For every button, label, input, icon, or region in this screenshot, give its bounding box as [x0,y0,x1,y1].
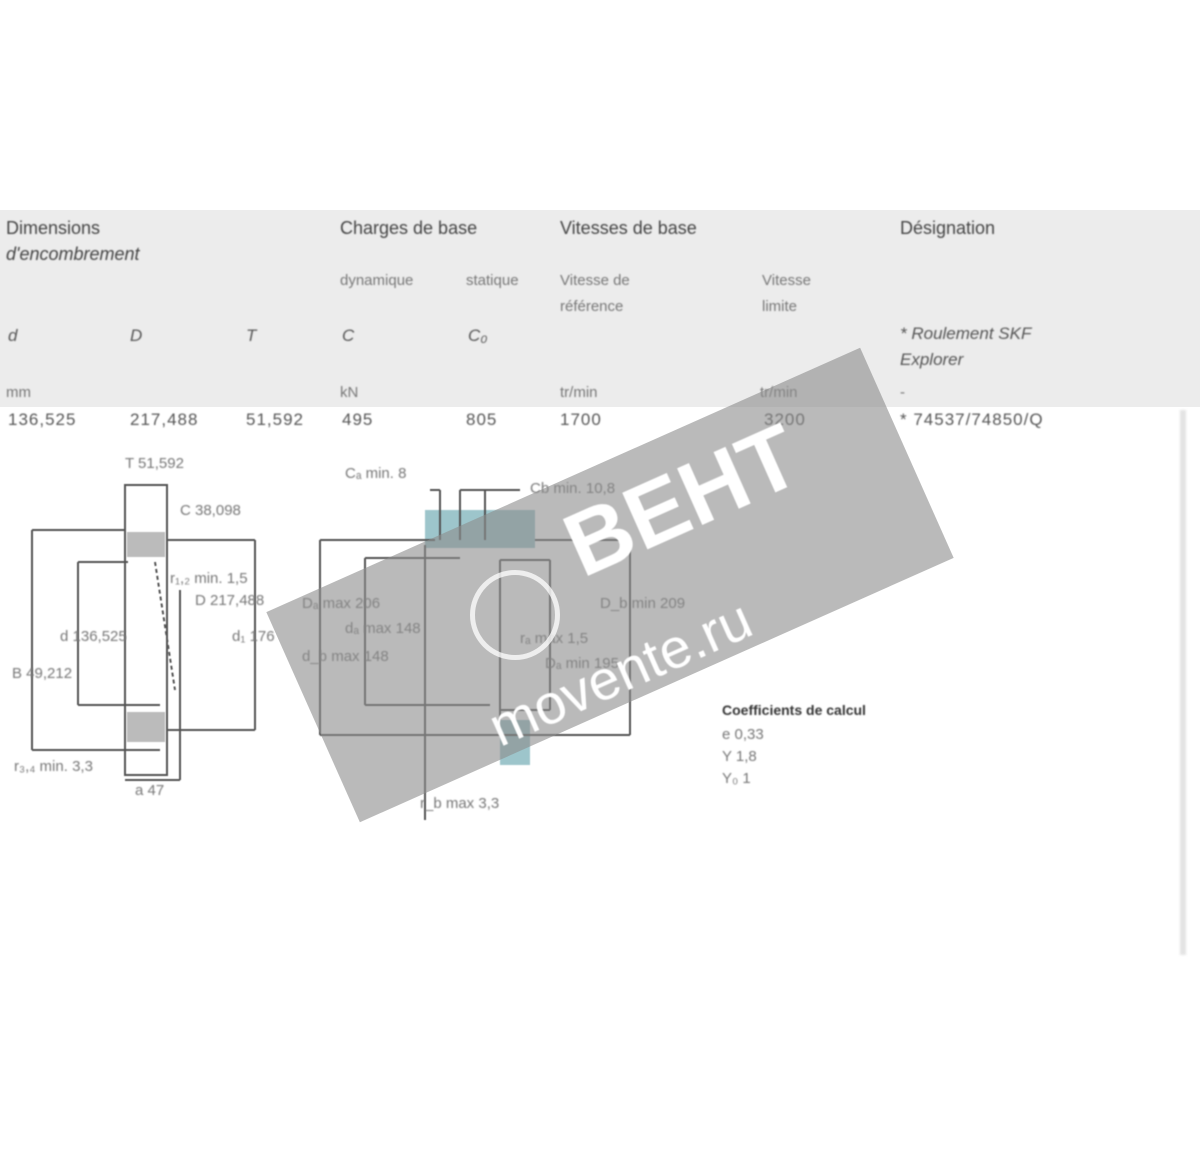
label-Db-min: D_b min 209 [600,595,686,612]
label-T: T 51,592 [125,455,184,472]
header-dimensions-sub: d'encombrement [6,244,140,264]
label-cb-min: Cb min. 10,8 [530,480,616,497]
label-rb: r_b max 3,3 [420,795,500,812]
right-border-line [1180,410,1186,955]
symbol-C0: C₀ [468,326,488,345]
label-D: D 217,488 [195,592,265,609]
label-Da-min: Dₐ min 195 [545,655,619,672]
label-d: d 136,525 [60,628,127,645]
header-dimensions: Dimensions [6,218,101,238]
label-r12: r₁,₂ min. 1,5 [170,570,248,587]
label-a: a 47 [135,782,165,799]
cell-T: 51,592 [246,410,304,429]
label-da-max: dₐ max 148 [345,620,421,637]
coefficient-Y: Y 1,8 [722,748,757,765]
unit-dash: - [900,384,905,401]
bearing-section-drawing [31,484,256,781]
unit-rpm-ref: tr/min [560,384,598,401]
cell-v-ref: 1700 [560,410,602,429]
label-C: C 38,098 [180,502,241,519]
subheader-explorer-2: Explorer [900,350,964,369]
cell-C0: 805 [466,410,498,429]
label-r34: r₃,₄ min. 3,3 [14,758,93,775]
header-vitesses: Vitesses de base [560,218,697,238]
label-db-max: d_b max 148 [302,648,389,665]
cell-designation: * 74537/74850/Q [900,410,1044,429]
cell-v-lim: 3200 [764,410,806,429]
cell-D: 217,488 [130,410,199,429]
unit-kN: kN [340,384,359,401]
subheader-statique: statique [466,272,519,289]
cell-C: 495 [342,410,374,429]
symbol-C: C [342,326,355,345]
label-B: B 49,212 [12,665,73,682]
coefficient-Y0: Y₀ 1 [722,770,751,787]
symbol-d: d [8,326,18,345]
subheader-dynamique: dynamique [340,272,414,289]
label-Da-max: Dₐ max 206 [302,595,381,612]
subheader-vitesse-ref-1: Vitesse de [560,272,630,289]
header-designation: Désignation [900,218,996,238]
label-ca-min: Cₐ min. 8 [345,465,407,482]
cell-d: 136,525 [8,410,77,429]
coefficients-title: Coefficients de calcul [722,702,866,718]
subheader-vitesse-lim-2: limite [762,298,798,315]
unit-rpm-lim: tr/min [760,384,798,401]
unit-mm: mm [6,384,31,401]
label-d1: d₁ 176 [232,628,275,645]
header-charges: Charges de base [340,218,478,238]
subheader-explorer-1: * Roulement SKF [900,324,1032,343]
subheader-vitesse-ref-2: référence [560,298,624,315]
symbol-T: T [246,326,257,345]
label-ra: rₐ max 1,5 [520,630,589,647]
coefficient-e: e 0,33 [722,726,764,743]
subheader-vitesse-lim-1: Vitesse [762,272,811,289]
symbol-D: D [130,326,143,345]
